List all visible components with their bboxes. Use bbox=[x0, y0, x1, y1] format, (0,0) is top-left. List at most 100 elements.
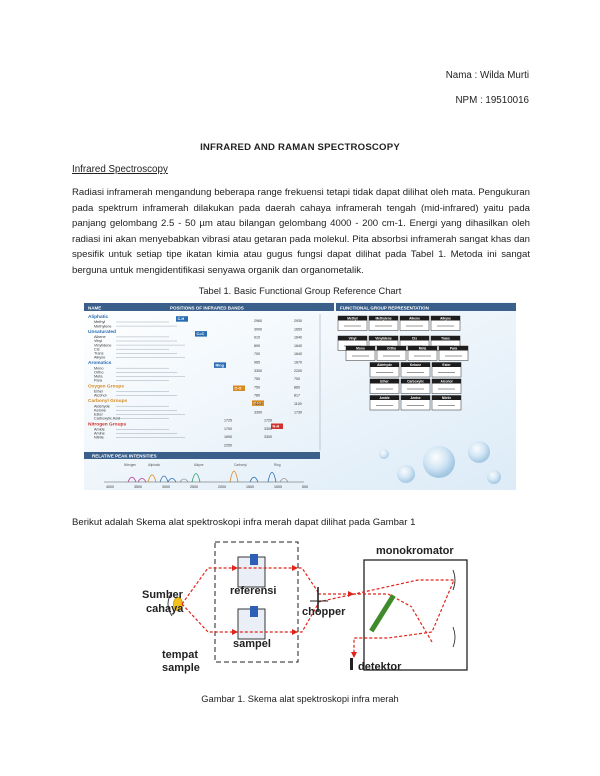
section-heading: Infrared Spectroscopy bbox=[72, 164, 168, 175]
peak-label: Alkyne bbox=[194, 463, 204, 467]
detector-icon bbox=[350, 658, 353, 670]
group-item: Ether bbox=[94, 390, 104, 394]
tick-label: 2500 bbox=[190, 485, 198, 489]
tick-label: 500 bbox=[302, 485, 308, 489]
representation-cell-label: Methyl bbox=[347, 317, 358, 321]
peak-label: Aliphatic bbox=[148, 463, 160, 467]
representation-cell-label: Carboxylic bbox=[407, 380, 424, 384]
header-representation: FUNCTIONAL GROUP REPRESENTATION bbox=[340, 306, 429, 311]
representation-cell-header bbox=[432, 379, 461, 384]
wavenumber-value: 1640 bbox=[294, 336, 302, 340]
wavenumber-value: 1100 bbox=[254, 402, 262, 406]
body-paragraph-2: Berikut adalah Skema alat spektroskopi i… bbox=[72, 517, 416, 528]
wavenumber-value: 750 bbox=[254, 377, 260, 381]
representation-cell-label: Vinyl bbox=[349, 337, 357, 341]
label-chopper: chopper bbox=[302, 606, 346, 618]
source-mirror-icon bbox=[167, 591, 173, 617]
wavenumber-value: 2960 bbox=[254, 319, 262, 323]
header-positions: POSITIONS OF INFRARED BANDS bbox=[170, 306, 244, 311]
wavenumber-value: 817 bbox=[294, 394, 300, 398]
label-reference: referensi bbox=[230, 585, 276, 597]
group-badge bbox=[195, 331, 207, 337]
sample-compartment bbox=[214, 541, 299, 663]
representation-cell-header bbox=[432, 362, 461, 367]
representation-cell-label: Amine bbox=[410, 396, 420, 400]
group-item: Mono bbox=[94, 366, 104, 370]
wavenumber-value: 3300 bbox=[264, 427, 272, 431]
functional-group-reference-chart: NAME POSITIONS OF INFRARED BANDS FUNCTIO… bbox=[84, 302, 516, 490]
spectrum-peak bbox=[159, 475, 169, 483]
document-title: INFRARED AND RAMAN SPECTROSCOPY bbox=[200, 142, 400, 153]
label-detector: detektor bbox=[358, 661, 402, 673]
representation-cell-header bbox=[431, 336, 460, 341]
wavenumber-value: 2250 bbox=[224, 444, 232, 448]
spectrum-peak bbox=[127, 476, 137, 483]
representation-cell-label: Methylene bbox=[375, 317, 391, 321]
wavenumber-value: 1640 bbox=[294, 344, 302, 348]
wavenumber-value: 890 bbox=[254, 344, 260, 348]
water-drops-decoration bbox=[379, 441, 501, 484]
wavenumber-value: 3300 bbox=[254, 410, 262, 414]
wavenumber-value: 700 bbox=[254, 352, 260, 356]
group-item: Amine bbox=[94, 432, 105, 436]
wavenumber-value: 2930 bbox=[294, 319, 302, 323]
tick-label: 2000 bbox=[218, 485, 226, 489]
representation-cell-label: Amide bbox=[379, 396, 389, 400]
spectrum-peak bbox=[267, 472, 277, 483]
group-badge-label: N-H bbox=[273, 425, 280, 429]
representation-cell-label: Alcohol bbox=[440, 380, 452, 384]
spectrum-peak bbox=[191, 473, 201, 483]
group-badge bbox=[233, 385, 245, 391]
representation-cell-header bbox=[377, 346, 406, 351]
group-item: Ketone bbox=[94, 409, 106, 413]
body-paragraph: Radiasi inframerah mengandung beberapa r… bbox=[72, 187, 530, 276]
group-item: Para bbox=[94, 379, 103, 383]
author-name: Nama : Wilda Murti bbox=[445, 70, 529, 81]
tick-label: 3000 bbox=[162, 485, 170, 489]
group-item: Methyl bbox=[94, 320, 105, 324]
group-label: Unsaturated bbox=[88, 329, 116, 335]
wavenumber-value: 1725 bbox=[224, 419, 232, 423]
group-item: Meta bbox=[94, 375, 103, 379]
wavenumber-value: 965 bbox=[254, 361, 260, 365]
wavenumber-value: 1100 bbox=[294, 402, 302, 406]
group-item: Alcohol bbox=[94, 394, 107, 398]
wavenumber-value: 750 bbox=[254, 385, 260, 389]
header-name: NAME bbox=[88, 306, 101, 311]
wavenumber-value: 3300 bbox=[264, 435, 272, 439]
peak-label: Carbonyl bbox=[234, 463, 247, 467]
group-item: Alkyne bbox=[94, 356, 105, 360]
label-sample-place-1: tempat bbox=[162, 649, 198, 661]
wavenumber-value: 2200 bbox=[294, 369, 302, 373]
representation-cell-header bbox=[400, 336, 429, 341]
wavenumber-value: 1700 bbox=[224, 427, 232, 431]
group-label: Aliphatic bbox=[88, 314, 109, 320]
group-item: Vinyl bbox=[94, 339, 102, 343]
spectrum-peak bbox=[229, 470, 239, 483]
group-label: Aromatics bbox=[88, 360, 112, 366]
chart-header-bar bbox=[84, 303, 334, 311]
representation-cell-header bbox=[369, 336, 398, 341]
peak-label: Ring bbox=[274, 463, 281, 467]
wavenumber-value: 860 bbox=[294, 385, 300, 389]
representation-cell-header bbox=[401, 395, 430, 400]
spectrum-peak bbox=[137, 478, 147, 483]
group-item: Cis bbox=[94, 347, 100, 351]
wavenumber-value: 3000 bbox=[254, 327, 262, 331]
group-badge-label: C=C bbox=[197, 332, 205, 336]
representation-cell-label: Cis bbox=[412, 337, 417, 341]
representation-cell-header bbox=[338, 316, 367, 321]
representation-cell-header bbox=[346, 346, 375, 351]
spectrum-peak bbox=[167, 478, 177, 483]
tick-label: 1000 bbox=[274, 485, 282, 489]
group-label: Oxygen Groups bbox=[88, 383, 124, 389]
group-badge bbox=[176, 316, 188, 322]
spectrum-peak bbox=[147, 474, 157, 483]
table-caption: Tabel 1. Basic Functional Group Referenc… bbox=[198, 286, 402, 296]
peak-label: Nitrogen bbox=[124, 463, 136, 467]
reference-cuvette-icon bbox=[250, 554, 258, 565]
wavenumber-value: 1640 bbox=[294, 352, 302, 356]
spectrum-peaks: Nitrogen Aliphatic Alkyne Carbonyl Ring bbox=[124, 463, 289, 483]
representation-cell-header bbox=[439, 346, 468, 351]
